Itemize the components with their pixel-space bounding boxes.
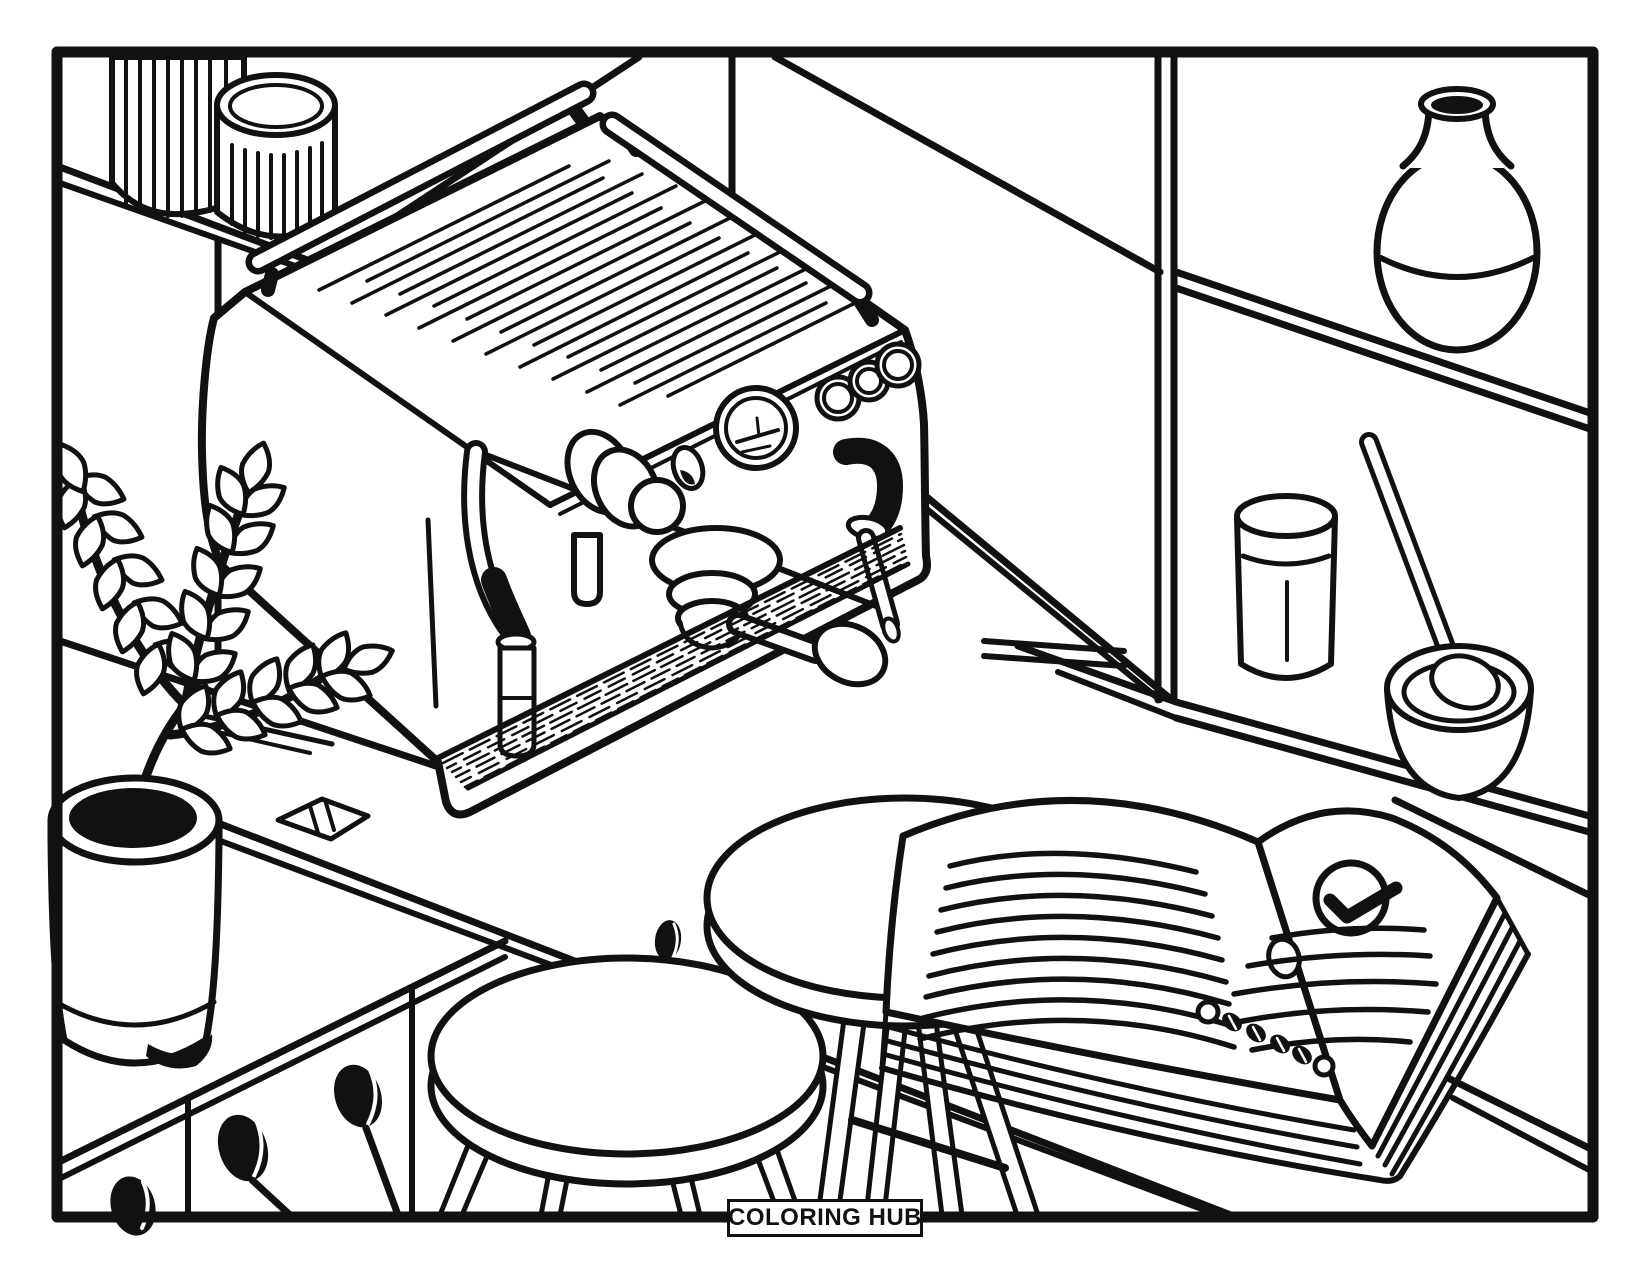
ribbed-cup (214, 72, 338, 240)
drip-spout (571, 532, 603, 607)
coffee-scoop-2 (333, 1064, 402, 1219)
handle-knob (811, 620, 889, 688)
coffee-scoop-1 (217, 1114, 294, 1219)
drip-tray (425, 517, 911, 791)
steam-knob (564, 428, 686, 535)
pot-soil (69, 788, 197, 848)
vase-opening (1431, 96, 1483, 114)
machine-body (197, 112, 931, 819)
checkmark-icon (1323, 881, 1403, 924)
top-rail-right (599, 111, 879, 327)
warmer-hatch-lines (317, 159, 863, 407)
drip-grate (441, 532, 909, 789)
menu-text-lines-left (917, 850, 1237, 1050)
page-stack (879, 895, 1531, 1184)
menu-text-lines-right (1231, 925, 1439, 1053)
top-rail-left (245, 80, 597, 297)
coffee-scoop-3 (110, 1176, 156, 1236)
open-menu-book (879, 797, 1531, 1184)
mixing-bowl (1359, 432, 1534, 801)
ceramic-vase (1373, 86, 1541, 354)
cup-ribs (230, 141, 324, 240)
stool-legs (815, 1007, 1041, 1218)
folded-napkin (275, 796, 371, 842)
drinking-glass (1234, 493, 1338, 681)
bar-stool-1 (427, 954, 827, 1218)
brew-lever (670, 445, 706, 491)
floor-lines (1444, 1074, 1597, 1175)
shelf-unit-right (1014, 53, 1597, 901)
plant-pot (47, 774, 223, 1069)
check-circle-icon (1312, 859, 1403, 937)
control-buttons (814, 341, 922, 422)
spoon-head (1429, 653, 1501, 711)
watermark-badge: COLORING HUB (727, 1199, 923, 1237)
pot-shadow (146, 1034, 213, 1069)
pressure-gauge (713, 385, 799, 471)
stool-seat (427, 954, 827, 1158)
bean-knob (654, 920, 682, 960)
watermark-label: COLORING HUB (728, 1204, 922, 1231)
espresso-machine (197, 80, 931, 819)
coffee-bean-row (1195, 999, 1336, 1078)
potted-plant (48, 439, 397, 1069)
